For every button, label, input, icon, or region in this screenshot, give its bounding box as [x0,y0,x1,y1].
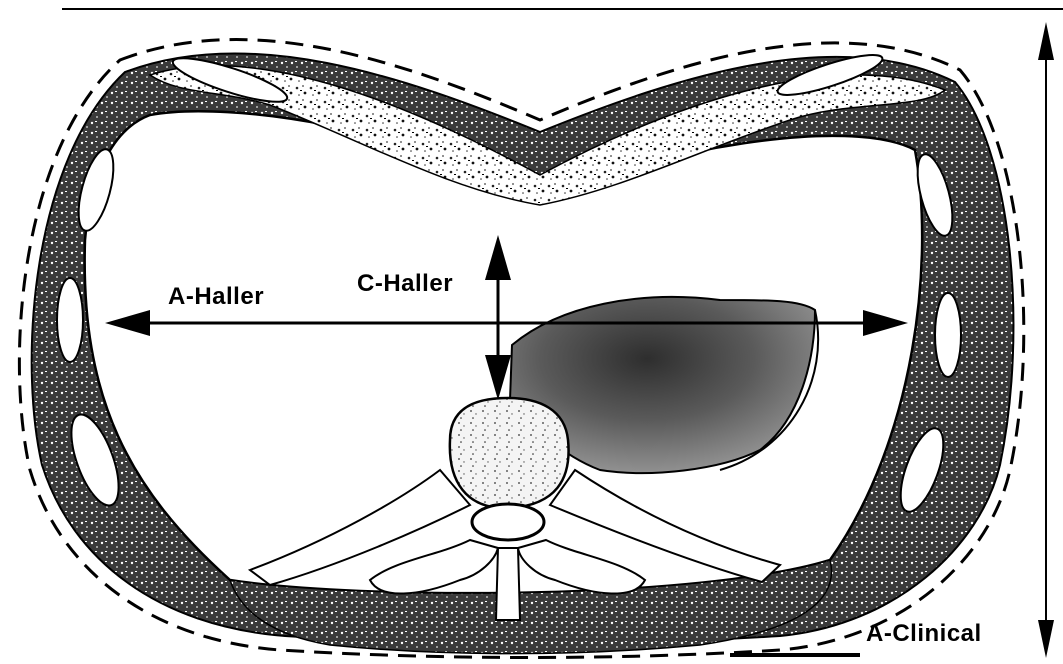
a-clinical-arrow [1038,22,1054,658]
vertebral-body [450,398,569,508]
rib-left-2 [57,278,83,362]
c-haller-label: C-Haller [357,270,453,298]
spinal-canal [472,504,544,540]
a-haller-label: A-Haller [168,283,264,311]
rib-right-2 [935,293,961,377]
a-clinical-label: A-Clinical [866,620,982,648]
